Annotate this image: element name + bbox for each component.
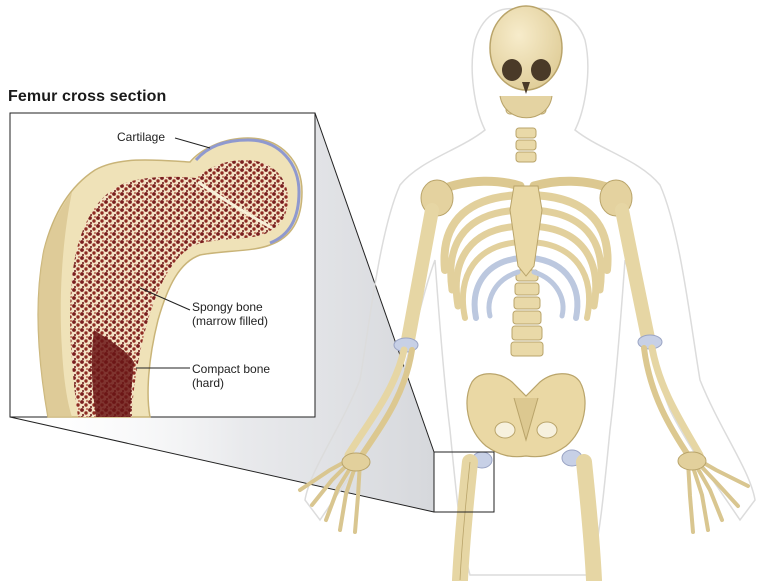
spongy-bone-label-line1: Spongy bone: [192, 300, 268, 314]
compact-bone-label-line1: Compact bone: [192, 362, 270, 376]
spongy-bone-label-line2: (marrow filled): [192, 314, 268, 328]
spongy-bone-label: Spongy bone (marrow filled): [192, 300, 268, 328]
compact-bone-label-line2: (hard): [192, 376, 270, 390]
compact-bone-label: Compact bone (hard): [192, 362, 270, 390]
cartilage-label: Cartilage: [117, 130, 165, 144]
